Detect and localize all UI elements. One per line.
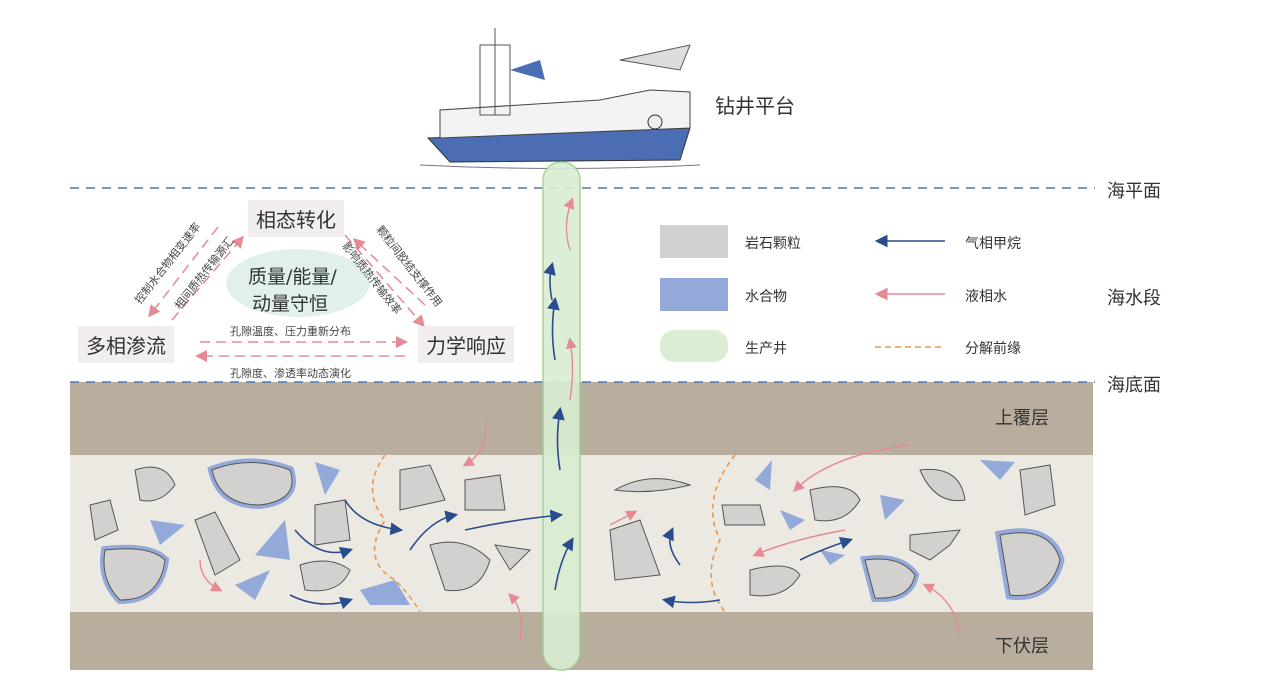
- decomposition-front-right: [710, 454, 736, 613]
- legend-hydrate-label: 水合物: [745, 289, 787, 305]
- overburden-layer: [70, 382, 1093, 455]
- center-line-1: 质量/能量/: [248, 266, 337, 288]
- bottom-top-label: 孔隙温度、压力重新分布: [230, 325, 351, 338]
- hydrate-patches: [150, 460, 1015, 605]
- platform-label: 钻井平台: [715, 94, 795, 118]
- legend-well-label: 生产井: [745, 341, 787, 357]
- rock-grains: [89, 458, 1065, 605]
- legend-gas-label: 气相甲烷: [965, 236, 1021, 252]
- legend-well-swatch: [660, 330, 728, 362]
- sea-surface-label: 海平面: [1107, 181, 1161, 202]
- gas-methane-arrows: [289, 261, 854, 610]
- center-line-2: 动量守恒: [252, 293, 329, 315]
- underburden-label: 下伏层: [995, 636, 1049, 657]
- phase-transition-node: 相态转化: [248, 200, 344, 237]
- legend-rock-swatch: [660, 225, 728, 258]
- seabed-label: 海底面: [1107, 375, 1161, 396]
- triangle-arrows: [148, 226, 426, 362]
- bottom-bottom-label: 孔隙度、渗透率动态演化: [230, 367, 351, 380]
- mechanical-response-node: 力学响应: [418, 326, 514, 363]
- legend-hydrate-swatch: [660, 278, 728, 311]
- water-column-label: 海水段: [1107, 288, 1161, 309]
- production-well: [542, 161, 581, 671]
- legend-rock-label: 岩石颗粒: [745, 236, 801, 252]
- conservation-ellipse: [226, 249, 370, 317]
- legend-water-label: 液相水: [965, 289, 1007, 305]
- underburden-layer: [70, 612, 1093, 670]
- liquid-water-arrows: [199, 197, 961, 641]
- overburden-label: 上覆层: [995, 408, 1049, 429]
- multiphase-flow-node: 多相渗流: [78, 326, 174, 363]
- legend-front-label: 分解前缘: [965, 341, 1021, 357]
- drilling-ship-illustration: [419, 28, 701, 169]
